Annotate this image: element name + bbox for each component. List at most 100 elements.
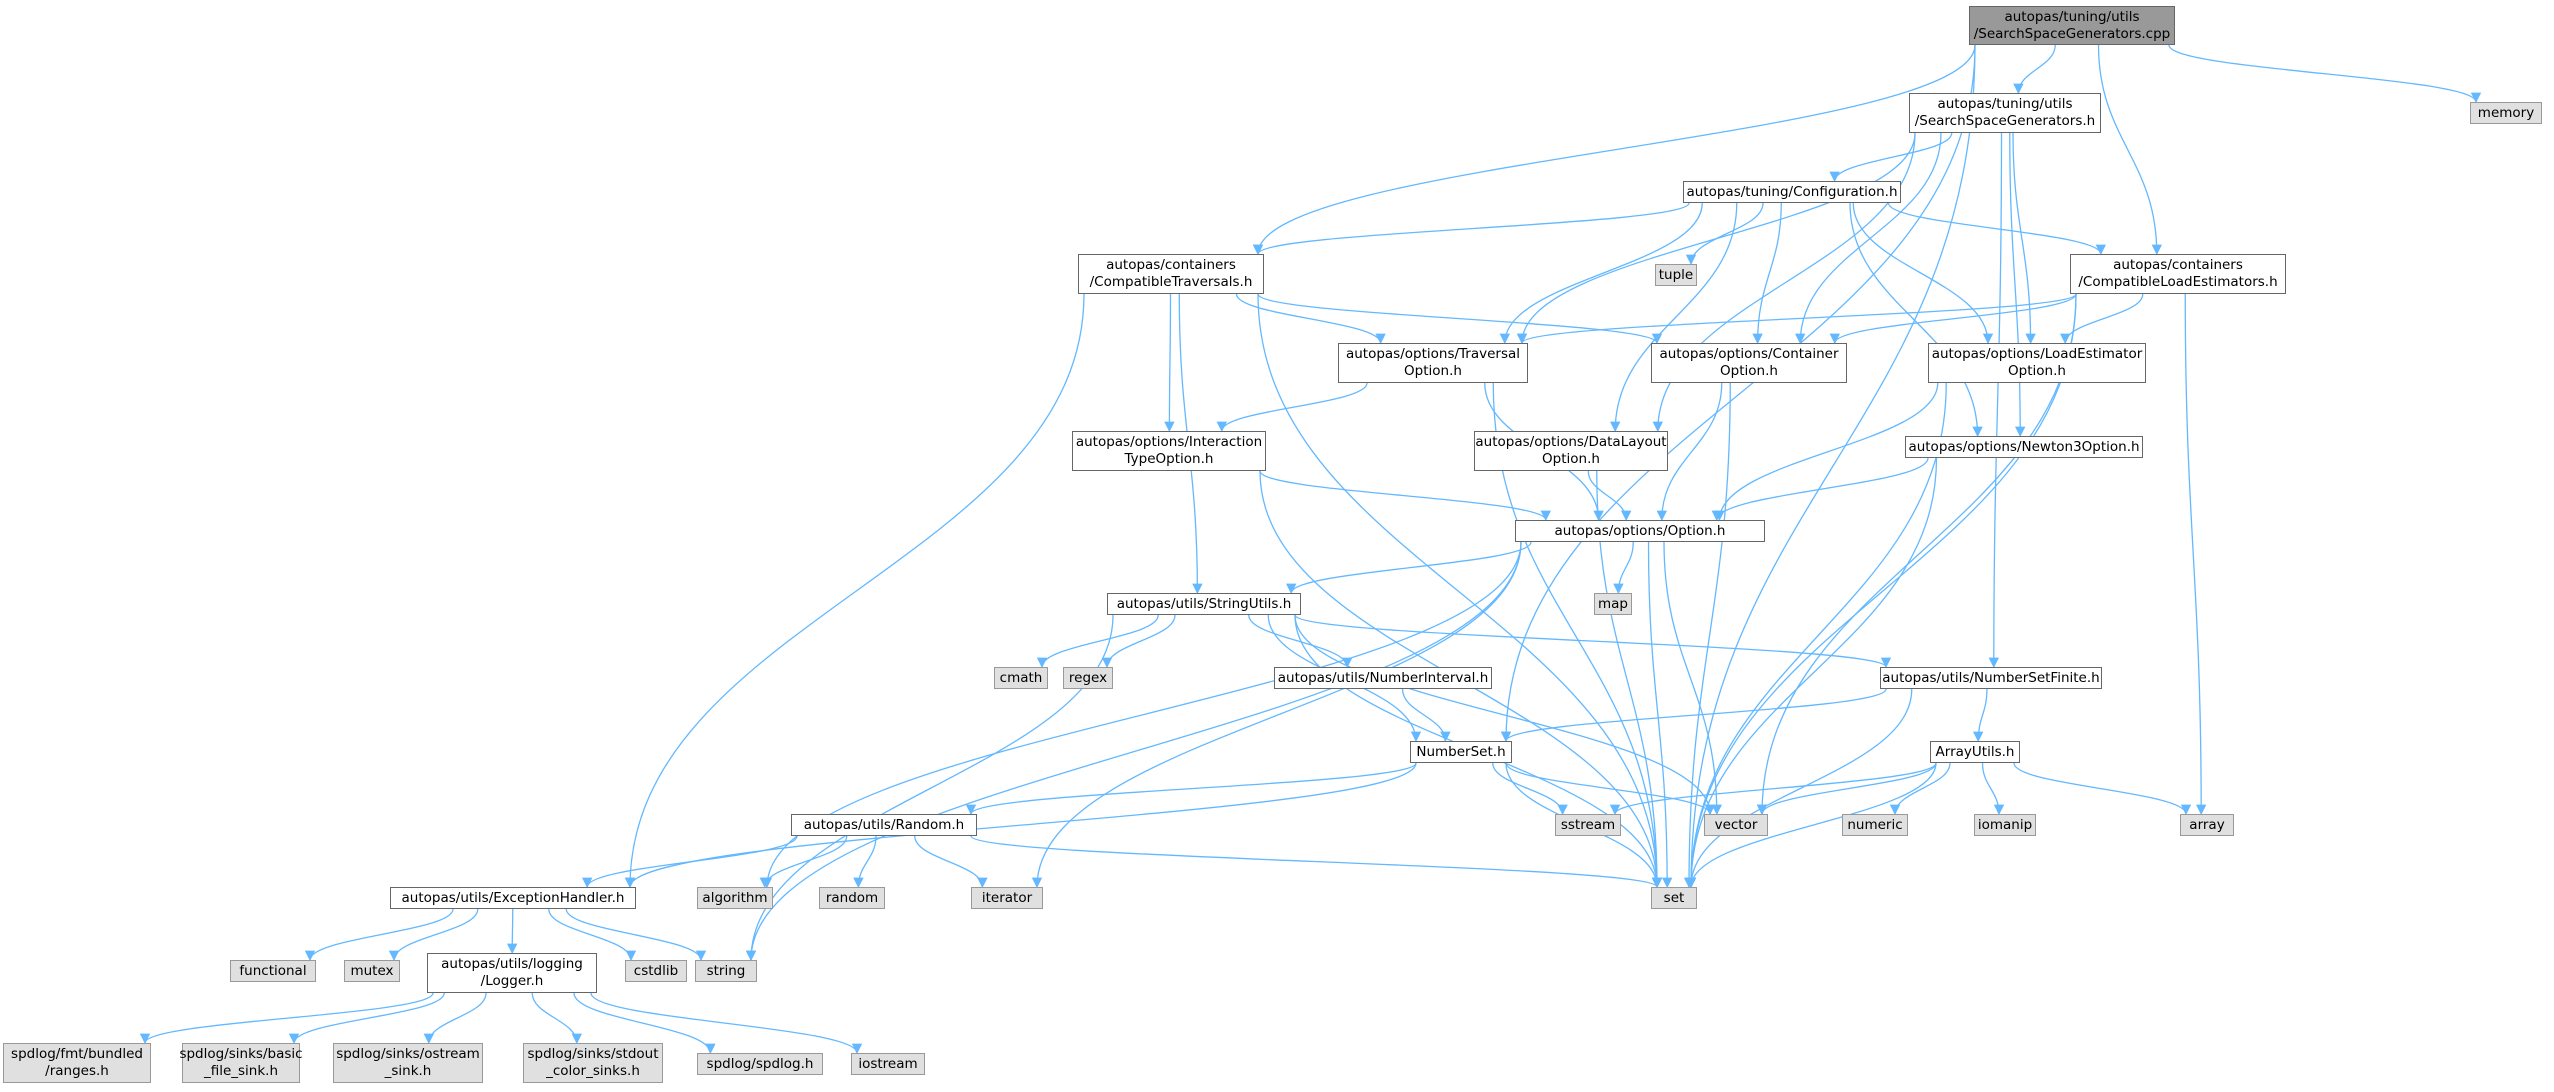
node-basic-sink: spdlog/sinks/basic _file_sink.h [179,1043,303,1083]
edge-root-to-memory [2168,44,2482,104]
edge-logger-to-basic_sink [288,992,445,1045]
edge-strutils-to-numint [1248,614,1353,669]
edge-option-to-iterator [1031,541,1522,889]
node-mutex: mutex [344,960,400,982]
edge-exc-to-cstdlib [548,908,637,962]
node-option[interactable]: autopas/options/Option.h [1515,520,1765,542]
edge-random_h-to-set [970,835,1662,889]
node-random: random [819,887,885,909]
edge-strutils-to-numsetfin [1294,614,1891,669]
edge-exc-to-logger [507,908,518,955]
edge-compat_load-to-cont_opt [1829,293,2077,345]
edge-ssg_h-to-config [1829,132,1953,183]
edge-trav_opt-to-inter_opt [1216,382,1368,433]
edge-load_opt-to-option [1714,382,1939,522]
node-numeric: numeric [1842,814,1908,836]
node-compat-trav[interactable]: autopas/containers /CompatibleTraversals… [1078,254,1264,294]
edge-config-to-cont_opt [1752,202,1782,345]
edge-ssg_h-to-cont_opt [1795,132,1942,345]
edge-arrayutils-to-numeric [1889,762,1951,816]
edge-option-to-strutils [1286,541,1532,595]
node-set: set [1651,887,1697,909]
node-numint[interactable]: autopas/utils/NumberInterval.h [1274,667,1492,689]
edge-root-to-compat_load [2097,44,2162,256]
node-spdlog: spdlog/spdlog.h [697,1053,823,1075]
edge-numsetfin-to-arrayutils [1973,688,1988,743]
edge-exc-to-mutex [388,908,479,962]
edge-strutils-to-regex [1101,614,1176,669]
edge-compat_trav-to-set [1257,293,1663,889]
edge-arrayutils-to-vector [1756,762,1937,816]
node-numsetfin[interactable]: autopas/utils/NumberSetFinite.h [1880,667,2102,689]
node-dl-opt[interactable]: autopas/options/DataLayout Option.h [1474,431,1668,471]
edge-config-to-tuple [1685,202,1764,266]
node-cstdlib: cstdlib [625,960,687,982]
edge-compat_load-to-load_opt [2060,293,2144,345]
edge-root-to-set [1685,44,1976,889]
edge-config-to-compat_load [1887,202,2106,256]
edge-numset-to-sstream [1492,762,1568,816]
edge-random_h-to-exc [582,835,798,889]
edge-root-to-ssg_h [2013,44,2056,95]
edge-compat_load-to-array [2184,293,2207,816]
edge-random_h-to-iterator [914,835,988,889]
edge-dl_opt-to-option [1587,470,1632,522]
node-ostream-sink: spdlog/sinks/ostream _sink.h [333,1043,483,1083]
node-sstream: sstream [1555,814,1621,836]
edge-exc-to-functional [304,908,454,962]
edge-ssg_h-to-n3_opt [2009,132,2026,438]
edge-logger-to-stdout_sink [531,992,582,1045]
node-config[interactable]: autopas/tuning/Configuration.h [1683,181,1901,203]
edge-compat_load-to-set [1685,293,2077,889]
edge-ssg_h-to-numsetfin [1988,132,2003,669]
node-root: autopas/tuning/utils /SearchSpaceGenerat… [1969,6,2175,45]
node-cont-opt[interactable]: autopas/options/Container Option.h [1651,343,1847,383]
edge-config-to-compat_trav [1252,202,1690,256]
edge-config-to-trav_opt [1499,202,1703,345]
edge-config-to-dl_opt [1610,202,1738,433]
edge-numset-to-exc [624,762,1417,889]
node-map: map [1594,593,1632,615]
edge-numint-to-numset [1401,688,1451,743]
edge-compat_trav-to-exc [624,293,1085,889]
node-exc[interactable]: autopas/utils/ExceptionHandler.h [390,887,636,909]
node-arrayutils[interactable]: ArrayUtils.h [1930,741,2020,763]
edge-numset-to-vector [1505,762,1716,816]
edge-ssg_h-to-load_opt [2012,132,2036,345]
node-logger[interactable]: autopas/utils/logging /Logger.h [427,953,597,993]
node-regex: regex [1063,667,1113,689]
edge-numsetfin-to-numset [1500,688,1887,743]
node-trav-opt[interactable]: autopas/options/Traversal Option.h [1338,343,1528,383]
node-inter-opt[interactable]: autopas/options/Interaction TypeOption.h [1072,431,1266,471]
node-random-h[interactable]: autopas/utils/Random.h [791,814,977,836]
edge-root-to-compat_trav [1252,44,1976,256]
edge-strutils-to-vector [1294,614,1716,816]
node-n3-opt[interactable]: autopas/options/Newton3Option.h [1905,436,2143,458]
node-compat-load[interactable]: autopas/containers /CompatibleLoadEstima… [2070,254,2286,294]
edge-cont_opt-to-option [1656,382,1723,522]
edge-random_h-to-algorithm [759,835,848,889]
node-strutils[interactable]: autopas/utils/StringUtils.h [1107,593,1301,615]
node-functional: functional [230,960,316,982]
edge-logger-to-iostream [590,992,863,1055]
node-string: string [695,960,757,982]
edge-n3_opt-to-set [1685,457,1938,889]
edge-compat_trav-to-cont_opt [1257,293,1663,345]
edge-logger-to-fmt_ranges [139,992,434,1045]
edge-strutils-to-string [745,614,1114,962]
node-iterator: iterator [971,887,1043,909]
node-numset[interactable]: NumberSet.h [1410,741,1512,763]
edge-option-to-vector [1663,541,1722,816]
node-load-opt[interactable]: autopas/options/LoadEstimator Option.h [1928,343,2146,383]
node-stdout-sink: spdlog/sinks/stdout _color_sinks.h [523,1043,663,1083]
node-algorithm: algorithm [697,887,773,909]
edge-logger-to-ostream_sink [423,992,487,1045]
edge-compat_trav-to-inter_opt [1164,293,1175,433]
node-iomanip: iomanip [1974,814,2036,836]
node-ssg-h[interactable]: autopas/tuning/utils /SearchSpaceGenerat… [1909,93,2101,133]
edge-numset-to-random_h [965,762,1417,816]
edge-load_opt-to-set [1685,382,1947,889]
edge-config-to-n3_opt [1849,202,1983,438]
